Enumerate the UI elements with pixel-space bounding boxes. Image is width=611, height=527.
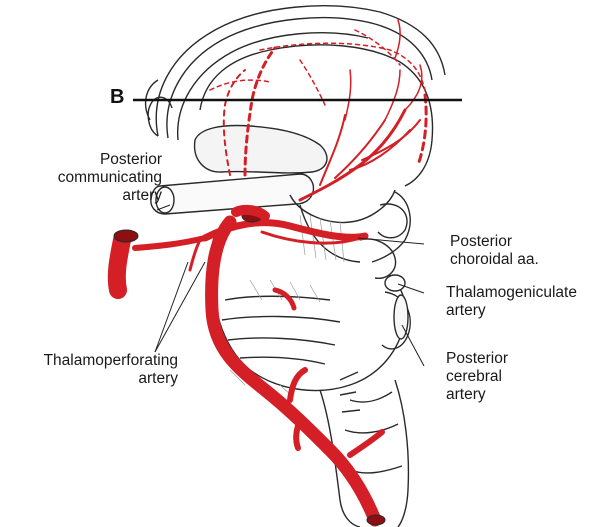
carotid-cut-end (114, 230, 138, 242)
label-line: Posterior (446, 350, 508, 368)
carotid-stump (117, 240, 122, 290)
label-line: choroidal aa. (450, 251, 539, 269)
section-marker-b: B (110, 86, 124, 109)
label-line: Posterior (450, 233, 539, 251)
label-line: cerebral (446, 368, 508, 386)
label-line: Thalamogeniculate (446, 284, 577, 302)
basilar-artery-vessel (212, 222, 375, 520)
label-line: artery (8, 370, 178, 388)
label-line: Posterior (40, 151, 162, 169)
label-line: artery (40, 187, 162, 205)
arteries (114, 20, 426, 525)
label-posterior-communicating-artery: Posterior communicating artery (40, 151, 162, 205)
label-thalamoperforating-artery: Thalamoperforating artery (8, 352, 178, 388)
label-line: artery (446, 386, 508, 404)
vertebral-cut-end (367, 515, 385, 525)
label-thalamogeniculate-artery: Thalamogeniculate artery (446, 284, 577, 320)
label-posterior-choroidal-arteries: Posterior choroidal aa. (450, 233, 539, 269)
label-line: artery (446, 302, 577, 320)
posterior-communicating-artery-vessel (135, 238, 205, 248)
label-line: communicating (20, 169, 162, 187)
label-posterior-cerebral-artery: Posterior cerebral artery (446, 350, 508, 404)
label-line: Thalamoperforating (8, 352, 178, 370)
